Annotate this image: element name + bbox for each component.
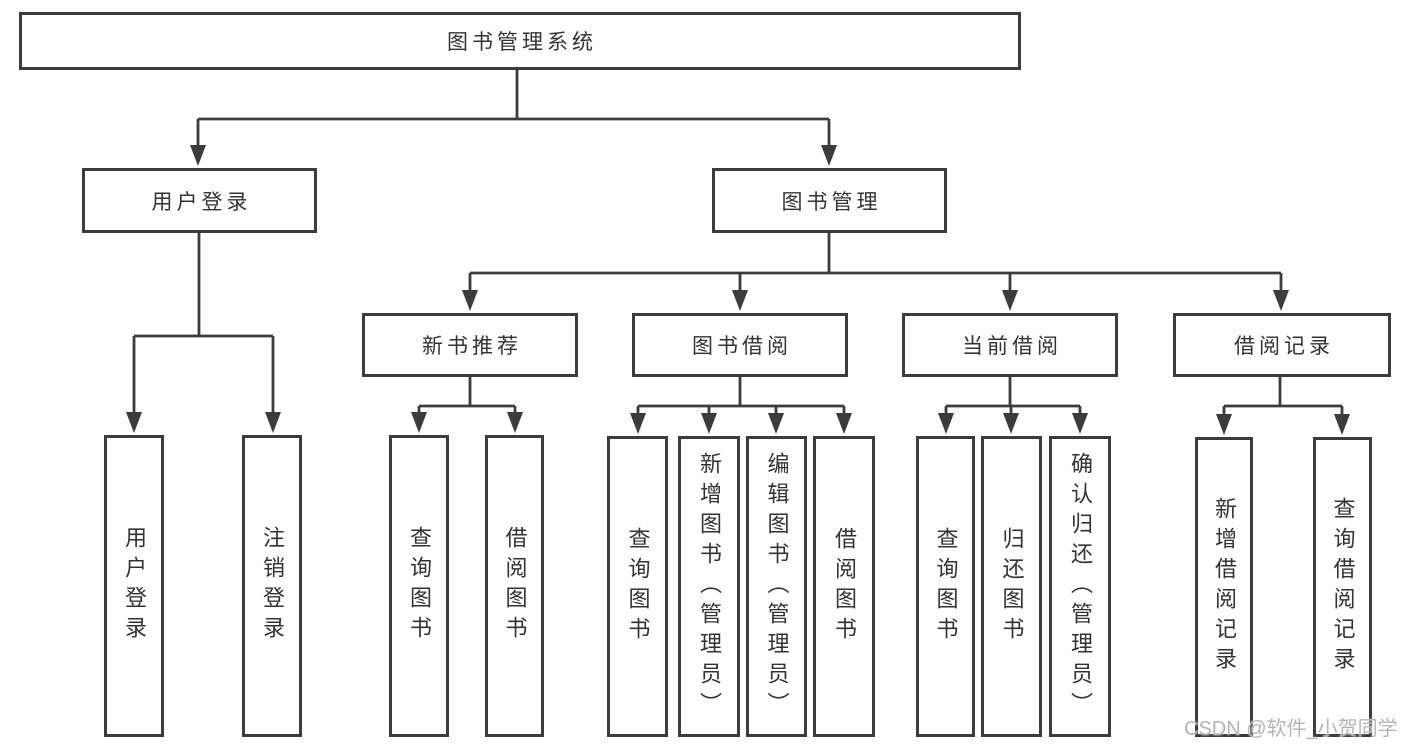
node-label: 当前借阅 [962, 335, 1062, 358]
leaf-add-borrow-record: 新增借阅记录 [1195, 437, 1253, 737]
leaf-logout: 注销登录 [242, 435, 302, 737]
leaf-add-book-admin: 新增图书（管理员） [678, 436, 740, 737]
leaf-query-books-recommend: 查询图书 [389, 435, 449, 737]
arrowheads [126, 145, 1350, 435]
leaf-confirm-return-admin: 确认归还（管理员） [1049, 436, 1111, 737]
node-label: 图书管理系统 [447, 31, 597, 54]
leaf-borrow-books-recommend: 借阅图书 [485, 435, 544, 737]
leaf-return-book: 归还图书 [981, 436, 1042, 737]
node-label: 用户登录 [151, 190, 252, 214]
leaf-label: 归还图书 [999, 526, 1025, 647]
node-label: 新书推荐 [422, 335, 522, 358]
leaf-label: 新增图书（管理员） [697, 451, 722, 722]
node-book-borrowing: 图书借阅 [632, 313, 848, 377]
leaf-label: 确认归还（管理员） [1068, 451, 1093, 722]
leaf-label: 注销登录 [260, 526, 285, 646]
node-borrowing-records: 借阅记录 [1173, 313, 1391, 377]
leaf-query-books-current: 查询图书 [916, 436, 975, 737]
leaf-label: 查询图书 [625, 526, 651, 647]
node-user-login: 用户登录 [82, 168, 317, 233]
leaf-query-borrow-record: 查询借阅记录 [1313, 437, 1372, 737]
node-new-book-recommend: 新书推荐 [362, 313, 578, 377]
leaf-label: 查询图书 [933, 526, 959, 647]
connector-path [132, 70, 1344, 418]
leaf-label: 新增借阅记录 [1212, 497, 1237, 677]
leaf-label: 借阅图书 [502, 526, 528, 646]
leaf-label: 用户登录 [122, 526, 147, 646]
leaf-query-books-borrowing: 查询图书 [607, 436, 668, 737]
leaf-label: 借阅图书 [832, 526, 857, 647]
leaf-edit-book-admin: 编辑图书（管理员） [746, 436, 807, 737]
csdn-watermark: CSDN @软件_小贺同学 [1184, 718, 1398, 740]
leaf-label: 查询借阅记录 [1330, 497, 1356, 677]
leaf-user-login: 用户登录 [104, 435, 164, 737]
leaf-label: 编辑图书（管理员） [764, 451, 790, 722]
node-current-borrowing: 当前借阅 [902, 313, 1118, 377]
node-label: 图书管理 [781, 190, 882, 214]
node-library-management-system: 图书管理系统 [19, 12, 1021, 70]
node-label: 借阅记录 [1234, 335, 1334, 358]
node-book-management: 图书管理 [712, 168, 947, 233]
leaf-borrow-books: 借阅图书 [813, 436, 875, 737]
node-label: 图书借阅 [692, 335, 792, 358]
leaf-label: 查询图书 [407, 526, 432, 646]
